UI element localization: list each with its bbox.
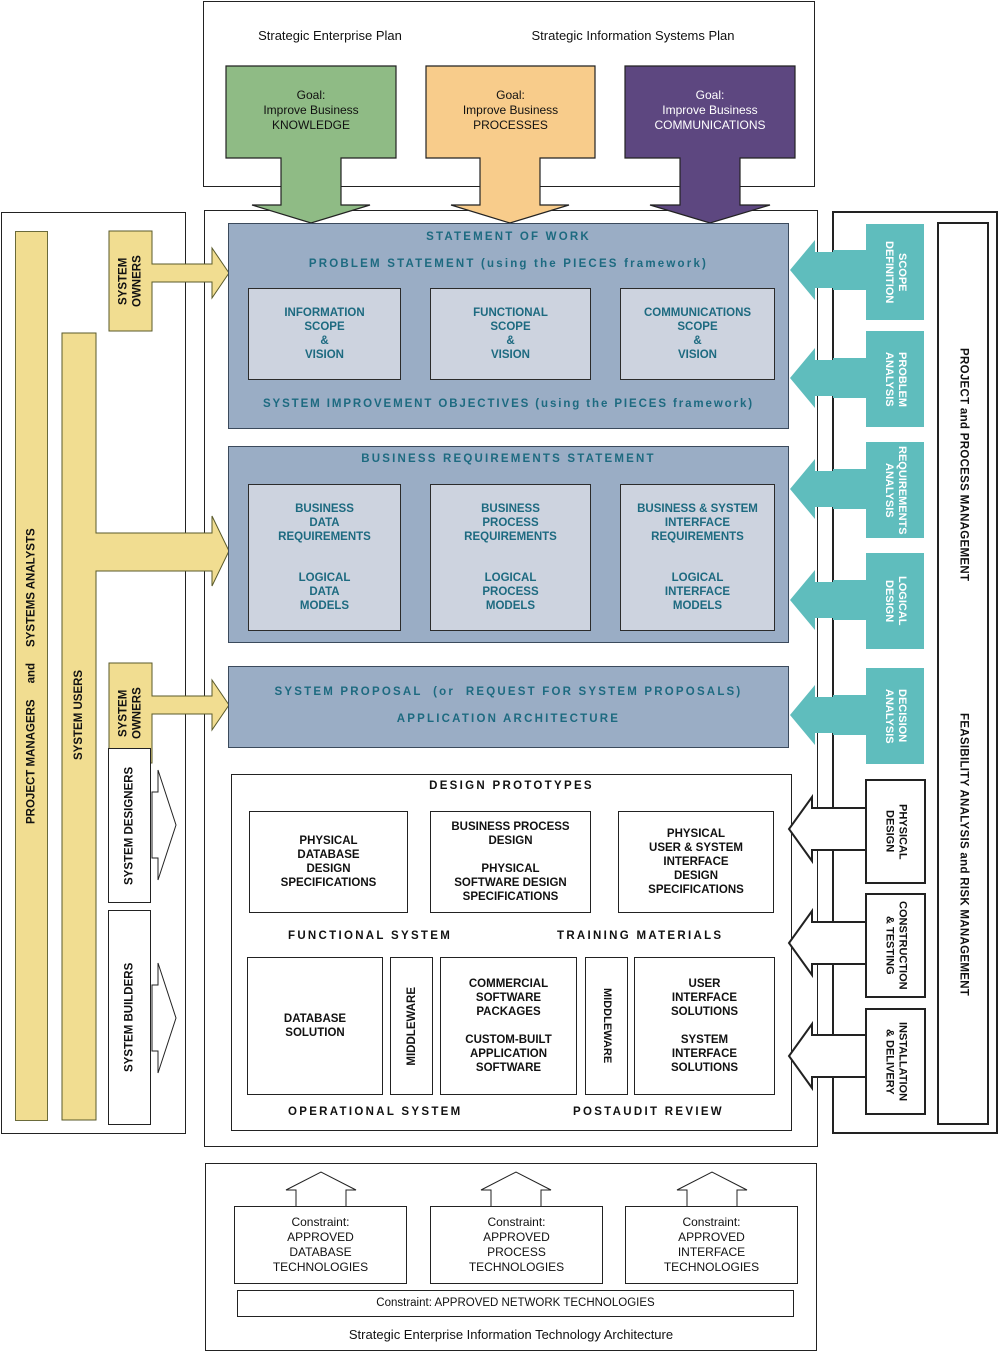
installation-delivery-arrow — [787, 1020, 867, 1092]
physical-design-label: PHYSICAL DESIGN — [883, 803, 909, 860]
strategic-is-plan-label: Strategic Information Systems Plan — [531, 28, 735, 43]
data-requirements-box: BUSINESS DATA REQUIREMENTS LOGICAL DATA … — [248, 484, 401, 631]
system-proposal-band — [228, 666, 789, 748]
middleware-2-label: MIDDLEWARE — [601, 988, 613, 1064]
data-models-text: LOGICAL DATA MODELS — [298, 572, 351, 612]
postaudit-review-label: POSTAUDIT REVIEW — [573, 1106, 724, 1118]
problem-analysis-tab: PROBLEM ANALYSIS — [866, 331, 924, 427]
architecture-label: Strategic Enterprise Information Technol… — [348, 1327, 674, 1342]
data-requirements-text: BUSINESS DATA REQUIREMENTS — [278, 503, 371, 543]
system-designers-arrow — [151, 769, 177, 881]
problem-analysis-arrow — [790, 348, 866, 408]
construction-testing-label: CONSTRUCTION & TESTING — [883, 901, 909, 990]
network-constraint-box: Constraint: APPROVED NETWORK TECHNOLOGIE… — [237, 1290, 794, 1317]
system-builders-box — [108, 910, 151, 1125]
project-managers-systems-analysts-bar — [15, 231, 48, 1121]
goal-processes-arrow — [425, 65, 596, 224]
requirements-analysis-arrow — [790, 459, 866, 519]
problem-analysis-label: PROBLEM ANALYSIS — [883, 351, 908, 407]
management-column — [937, 222, 989, 1125]
database-constraint-box: Constraint: APPROVED DATABASE TECHNOLOGI… — [234, 1206, 407, 1284]
physical-design-tab: PHYSICAL DESIGN — [865, 779, 926, 884]
goal-knowledge-arrow — [225, 65, 397, 224]
goal-knowledge-text: Goal: Improve Business KNOWLEDGE — [263, 88, 359, 132]
problem-statement-label: PROBLEM STATEMENT (using the PIECES fram… — [308, 258, 709, 270]
process-models-text: LOGICAL PROCESS MODELS — [482, 572, 539, 612]
scope-definition-tab: SCOPE DEFINITION — [866, 224, 924, 320]
decision-analysis-tab: DECISION ANALYSIS — [866, 668, 924, 764]
system-builders-arrow — [151, 962, 177, 1074]
process-constraint-arrow — [480, 1171, 552, 1208]
functional-scope-box: FUNCTIONAL SCOPE & VISION — [430, 288, 591, 380]
feasibility-risk-label: FEASIBILITY ANALYSIS and RISK MANAGEMENT — [937, 690, 989, 1020]
decision-analysis-label: DECISION ANALYSIS — [883, 688, 908, 744]
physical-interface-design-box: PHYSICAL USER & SYSTEM INTERFACE DESIGN … — [618, 811, 774, 913]
interface-requirements-text: BUSINESS & SYSTEM INTERFACE REQUIREMENTS — [637, 503, 758, 543]
improvement-objectives-label: SYSTEM IMPROVEMENT OBJECTIVES (using the… — [262, 398, 755, 410]
logical-design-tab: LOGICAL DESIGN — [866, 553, 924, 649]
operational-system-label: OPERATIONAL SYSTEM — [288, 1106, 463, 1118]
requirements-analysis-label: REQUIREMENTS ANALYSIS — [883, 445, 908, 535]
scope-definition-label: SCOPE DEFINITION — [883, 240, 908, 304]
interface-models-text: LOGICAL INTERFACE MODELS — [664, 572, 731, 612]
project-process-management-text: PROJECT and PROCESS MANAGEMENT — [957, 348, 970, 582]
physical-database-design-box: PHYSICAL DATABASE DESIGN SPECIFICATIONS — [249, 811, 408, 913]
process-requirements-text: BUSINESS PROCESS REQUIREMENTS — [464, 503, 557, 543]
interface-requirements-box: BUSINESS & SYSTEM INTERFACE REQUIREMENTS… — [620, 484, 775, 631]
communications-scope-box: COMMUNICATIONS SCOPE & VISION — [620, 288, 775, 380]
interface-constraint-arrow — [676, 1171, 748, 1208]
installation-delivery-tab: INSTALLATION & DELIVERY — [865, 1008, 926, 1115]
goal-processes-text: Goal: Improve Business PROCESSES — [462, 88, 559, 132]
information-scope-box: INFORMATION SCOPE & VISION — [248, 288, 401, 380]
database-solution-box: DATABASE SOLUTION — [247, 957, 383, 1095]
system-users-arrow — [61, 332, 230, 1121]
business-requirements-title: BUSINESS REQUIREMENTS STATEMENT — [361, 453, 656, 465]
project-process-management-label: PROJECT and PROCESS MANAGEMENT — [937, 300, 989, 630]
middleware-1-box: MIDDLEWARE — [390, 957, 433, 1095]
goal-communications-arrow — [624, 65, 796, 224]
database-constraint-arrow — [285, 1171, 357, 1208]
middleware-2-box: MIDDLEWARE — [585, 957, 628, 1095]
system-proposal-title: SYSTEM PROPOSAL (or REQUEST FOR SYSTEM P… — [274, 686, 743, 698]
interface-solutions-box: USER INTERFACE SOLUTIONS SYSTEM INTERFAC… — [634, 957, 775, 1095]
feasibility-risk-text: FEASIBILITY ANALYSIS and RISK MANAGEMENT — [957, 713, 970, 997]
training-materials-label: TRAINING MATERIALS — [557, 930, 724, 942]
application-architecture-title: APPLICATION ARCHITECTURE — [396, 713, 621, 725]
software-solutions-box: COMMERCIAL SOFTWARE PACKAGES CUSTOM-BUIL… — [440, 957, 577, 1095]
process-requirements-box: BUSINESS PROCESS REQUIREMENTS LOGICAL PR… — [430, 484, 591, 631]
scope-definition-arrow — [790, 240, 866, 300]
statement-of-work-title: STATEMENT OF WORK — [426, 231, 591, 243]
logical-design-arrow — [790, 570, 866, 630]
system-owners-1-arrow — [108, 230, 230, 332]
decision-analysis-arrow — [790, 685, 866, 745]
design-prototypes-title: DESIGN PROTOTYPES — [429, 780, 594, 792]
requirements-analysis-tab: REQUIREMENTS ANALYSIS — [866, 442, 924, 538]
business-process-design-box: BUSINESS PROCESS DESIGN PHYSICAL SOFTWAR… — [430, 811, 591, 913]
process-constraint-box: Constraint: APPROVED PROCESS TECHNOLOGIE… — [430, 1206, 603, 1284]
system-designers-box — [108, 748, 151, 903]
interface-constraint-box: Constraint: APPROVED INTERFACE TECHNOLOG… — [625, 1206, 798, 1284]
construction-testing-tab: CONSTRUCTION & TESTING — [865, 893, 926, 998]
functional-system-label: FUNCTIONAL SYSTEM — [288, 930, 453, 942]
logical-design-label: LOGICAL DESIGN — [883, 576, 908, 626]
construction-testing-arrow — [787, 907, 867, 979]
strategic-enterprise-plan-label: Strategic Enterprise Plan — [258, 28, 402, 43]
installation-delivery-label: INSTALLATION & DELIVERY — [883, 1021, 909, 1102]
goal-communications-text: Goal: Improve Business COMMUNICATIONS — [654, 88, 766, 132]
physical-design-arrow — [787, 793, 867, 865]
